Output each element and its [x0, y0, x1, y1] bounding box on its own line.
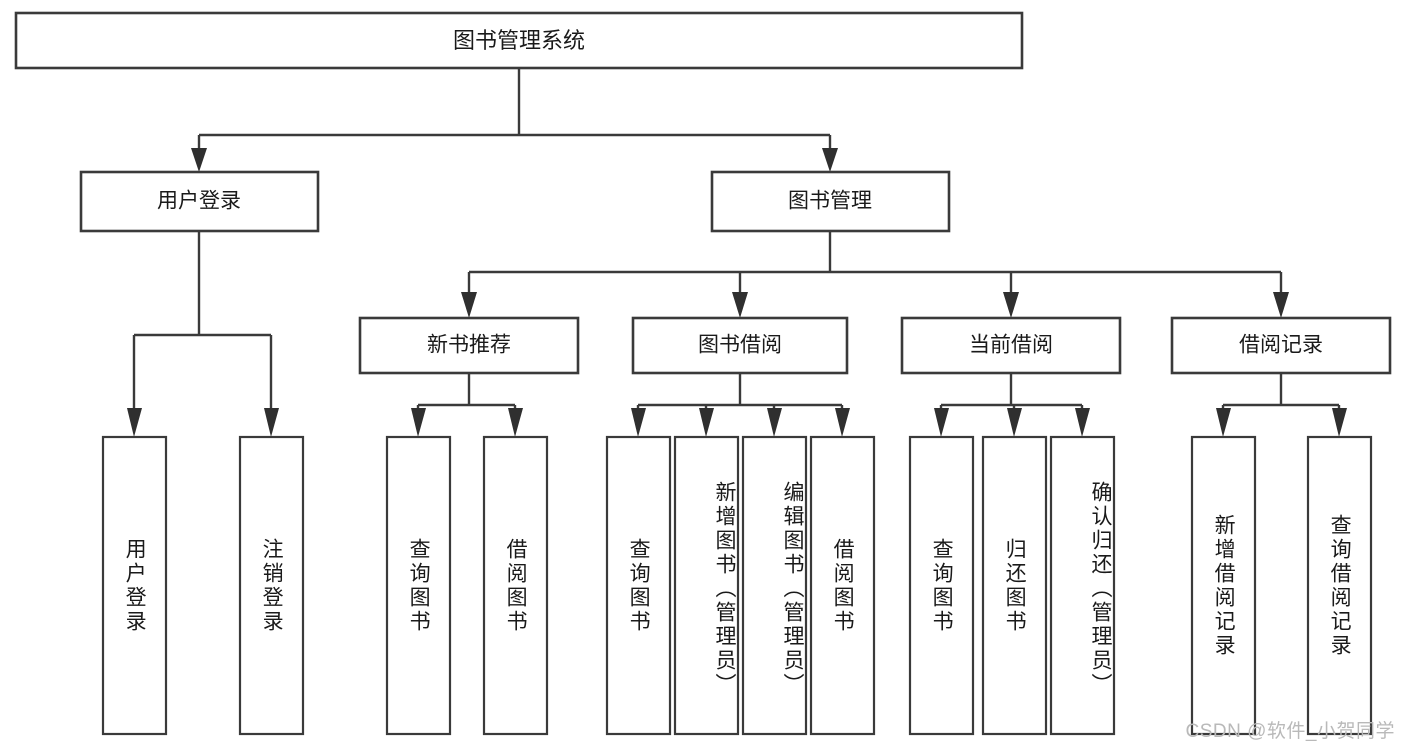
leaf-box-add-record[interactable] — [1190, 435, 1257, 736]
leaf-box-layer — [101, 435, 1373, 736]
arrowhead-leaf-edit-book — [767, 408, 782, 437]
node-book-borrow[interactable]: 图书借阅 — [631, 316, 849, 375]
csdn-watermark: CSDN @软件_小贺同学 — [1185, 721, 1395, 742]
leaf-box-user-logout[interactable] — [238, 435, 305, 736]
borrow-record-label: 借阅记录 — [1239, 334, 1323, 357]
arrowhead-leaf-user-logout — [264, 408, 279, 437]
arrowhead-leaf-borrow-book — [835, 408, 850, 437]
leaf-box-borrow-book-rec[interactable] — [482, 435, 549, 736]
arrowhead-leaf-query-record — [1332, 408, 1347, 437]
arrowhead-leaf-return-book — [1007, 408, 1022, 437]
arrowhead-borrow-record — [1273, 292, 1289, 318]
leaf-box-return-book[interactable] — [981, 435, 1048, 736]
node-new-book-rec[interactable]: 新书推荐 — [358, 316, 580, 375]
leaf-box-add-book[interactable] — [673, 435, 740, 736]
arrowhead-book-manage — [822, 148, 838, 172]
leaf-box-query-book-rec[interactable] — [385, 435, 452, 736]
leaf-box-query-book-current[interactable] — [908, 435, 975, 736]
arrowhead-book-borrow — [732, 292, 748, 318]
arrowhead-current-borrow — [1003, 292, 1019, 318]
current-borrow-label: 当前借阅 — [969, 334, 1053, 357]
node-borrow-record[interactable]: 借阅记录 — [1170, 316, 1392, 375]
arrowhead-leaf-add-record — [1216, 408, 1231, 437]
book-borrow-label: 图书借阅 — [698, 334, 782, 357]
connector-layer — [127, 68, 1347, 437]
arrowhead-leaf-confirm-return — [1075, 408, 1090, 437]
current-borrow-box[interactable] — [900, 316, 1122, 375]
node-root[interactable]: 图书管理系统 — [14, 11, 1024, 70]
leaf-box-edit-book[interactable] — [741, 435, 808, 736]
arrowhead-leaf-query-book-borrow — [631, 408, 646, 437]
arrowhead-user-login — [191, 148, 207, 172]
leaf-box-borrow-book[interactable] — [809, 435, 876, 736]
user-login-box[interactable] — [79, 170, 320, 233]
leaf-box-query-book-borrow[interactable] — [605, 435, 672, 736]
user-login-label: 用户登录 — [157, 190, 241, 213]
leaf-box-user-login[interactable] — [101, 435, 168, 736]
leaf-box-confirm-return[interactable] — [1049, 435, 1116, 736]
arrowhead-leaf-user-login — [127, 408, 142, 437]
new-book-rec-box[interactable] — [358, 316, 580, 375]
node-current-borrow[interactable]: 当前借阅 — [900, 316, 1122, 375]
arrowhead-leaf-add-book — [699, 408, 714, 437]
node-user-login[interactable]: 用户登录 — [79, 170, 320, 233]
borrow-record-box[interactable] — [1170, 316, 1392, 375]
node-book-manage[interactable]: 图书管理 — [710, 170, 951, 233]
arrowhead-leaf-query-book-rec — [411, 408, 426, 437]
book-manage-label: 图书管理 — [788, 190, 872, 213]
arrowhead-leaf-borrow-book-rec — [508, 408, 523, 437]
book-borrow-box[interactable] — [631, 316, 849, 375]
arrowhead-new-book-rec — [461, 292, 477, 318]
root-label: 图书管理系统 — [453, 28, 585, 53]
root-box[interactable] — [14, 11, 1024, 70]
leaf-box-query-record[interactable] — [1306, 435, 1373, 736]
arrowhead-leaf-query-book-current — [934, 408, 949, 437]
book-manage-box[interactable] — [710, 170, 951, 233]
new-book-rec-label: 新书推荐 — [427, 334, 511, 357]
